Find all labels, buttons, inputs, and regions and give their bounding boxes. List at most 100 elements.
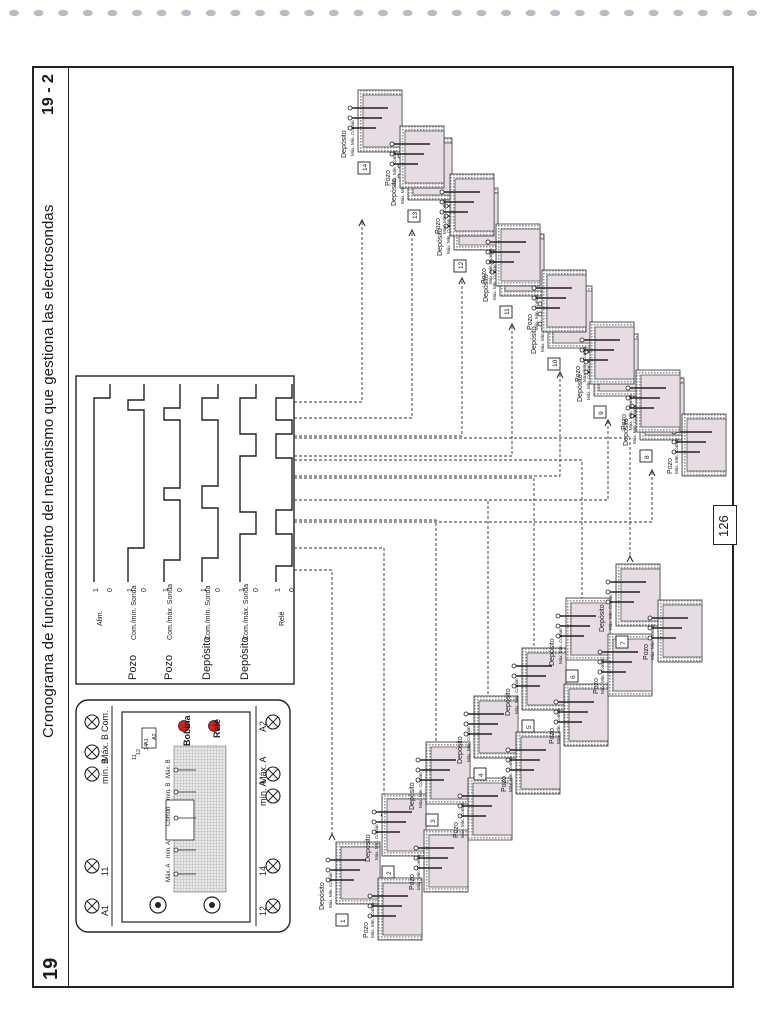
probe-label: Máx. Mín. Común bbox=[608, 594, 613, 630]
step-connector bbox=[294, 547, 385, 810]
probe-label: Máx. Mín. Común bbox=[514, 678, 519, 714]
binding-hole bbox=[181, 9, 192, 17]
probe-label: Máx. Mín. Común bbox=[674, 438, 679, 474]
step-connector bbox=[294, 499, 489, 714]
binding-hole bbox=[402, 9, 413, 17]
terminal-label: Máx. A bbox=[258, 756, 268, 784]
level-low: 0 bbox=[215, 588, 222, 592]
binding-hole bbox=[574, 9, 585, 17]
probe-label: Máx. Mín. Común bbox=[556, 708, 561, 744]
timing-row-label: Alim. bbox=[97, 610, 104, 626]
terminal-label: 14 bbox=[258, 866, 268, 876]
binding-hole bbox=[230, 9, 241, 17]
timing-row-label: Com./máx. Sonda bbox=[243, 584, 250, 640]
step-box bbox=[407, 209, 421, 223]
step-number: 4 bbox=[478, 773, 485, 777]
well-label: Pozo bbox=[549, 728, 556, 744]
binding-hole bbox=[501, 9, 511, 17]
well-label: Pozo bbox=[527, 314, 534, 330]
step-number: 3 bbox=[430, 819, 437, 823]
binding-hole bbox=[697, 9, 708, 17]
binding-hole bbox=[624, 9, 634, 17]
binding-hole bbox=[107, 9, 118, 17]
timing-row-label: Com./mín. Sonda bbox=[131, 585, 138, 640]
probe-label: Máx. Mín. Común bbox=[508, 756, 513, 792]
level-low: 0 bbox=[141, 588, 148, 592]
pcb-label: Máx. B bbox=[166, 759, 172, 778]
binding-hole bbox=[33, 9, 44, 17]
depot-label: Depósito bbox=[319, 882, 326, 910]
probe-label: Máx. Mín. Común bbox=[442, 198, 447, 234]
terminal-label: 11 bbox=[100, 867, 110, 876]
timing-wave bbox=[201, 384, 219, 582]
probe-label: Máx. Mín. Común bbox=[558, 628, 563, 664]
depot-label: Depósito bbox=[437, 228, 444, 256]
step-number: 6 bbox=[570, 675, 577, 679]
step-connector bbox=[294, 220, 363, 403]
level-low: 0 bbox=[253, 588, 260, 592]
step-box bbox=[593, 405, 607, 419]
timing-row-title: Pozo bbox=[163, 655, 175, 680]
binding-hole bbox=[427, 9, 438, 17]
step-box bbox=[381, 865, 395, 879]
timing-row-label: Com./mín. Sonda bbox=[205, 585, 212, 640]
relay-label: 12 bbox=[136, 749, 142, 755]
binding-hole bbox=[279, 9, 290, 17]
depot-label: Depósito bbox=[599, 604, 606, 632]
binding-hole bbox=[722, 9, 733, 17]
timing-row-label: Relé bbox=[279, 611, 286, 626]
probe-label: Máx. Mín. Común bbox=[418, 772, 423, 808]
probe-label: Máx. Mín. Común bbox=[628, 394, 633, 430]
probe-label: Máx. Mín. Común bbox=[586, 364, 591, 400]
depot-label: Depósito bbox=[531, 326, 538, 354]
probe-label: Máx. Mín. Común bbox=[534, 294, 539, 330]
binding-hole bbox=[205, 9, 216, 17]
binding-hole bbox=[328, 9, 339, 17]
probe-label: Máx. Mín. Común bbox=[582, 346, 587, 382]
level-high: 1 bbox=[275, 588, 282, 592]
step-box bbox=[357, 161, 371, 175]
binding-hole bbox=[599, 9, 610, 17]
step-box bbox=[453, 259, 467, 273]
depot-label: Depósito bbox=[409, 782, 416, 810]
probe-label: Máx. Mín. Común bbox=[350, 120, 355, 156]
well-label: Pozo bbox=[593, 678, 600, 694]
step-number: 12 bbox=[458, 261, 465, 269]
step-number: 1 bbox=[340, 919, 347, 923]
step-number: 7 bbox=[620, 641, 627, 645]
step-connector bbox=[294, 459, 583, 618]
terminal-label: mín. B bbox=[100, 758, 110, 784]
binding-hole bbox=[476, 9, 487, 17]
terminal-label: A2 bbox=[258, 721, 268, 732]
binding-hole bbox=[525, 9, 536, 17]
probe-label: Máx. Mín. Común bbox=[392, 150, 397, 186]
step-number: 13 bbox=[412, 211, 419, 219]
step-number: 9 bbox=[598, 411, 605, 415]
relay-label: A1 bbox=[144, 738, 150, 745]
step-number: 14 bbox=[362, 163, 369, 171]
step-number: 11 bbox=[504, 308, 511, 315]
terminal-label: mín. A bbox=[258, 780, 268, 806]
pcb-label: Común bbox=[166, 807, 172, 826]
well-label: Pozo bbox=[481, 268, 488, 284]
binding-hole bbox=[255, 9, 265, 17]
led-label-coil: Bobina bbox=[182, 715, 192, 746]
pcb-label: mín. A bbox=[166, 841, 172, 858]
well-label: Pozo bbox=[621, 414, 628, 430]
probe-label: Máx. Mín. Común bbox=[328, 872, 333, 908]
depot-label: Depósito bbox=[391, 178, 398, 206]
terminal-label: 12 bbox=[258, 906, 268, 916]
timing-wave bbox=[163, 384, 181, 582]
well-label: Pozo bbox=[667, 458, 674, 474]
depot-label: Depósito bbox=[549, 638, 556, 666]
step-box bbox=[425, 813, 439, 827]
depot-label: Depósito bbox=[365, 834, 372, 862]
relay-label: 14 bbox=[144, 744, 150, 750]
step-connector bbox=[294, 519, 437, 760]
binding-hole bbox=[378, 9, 388, 17]
